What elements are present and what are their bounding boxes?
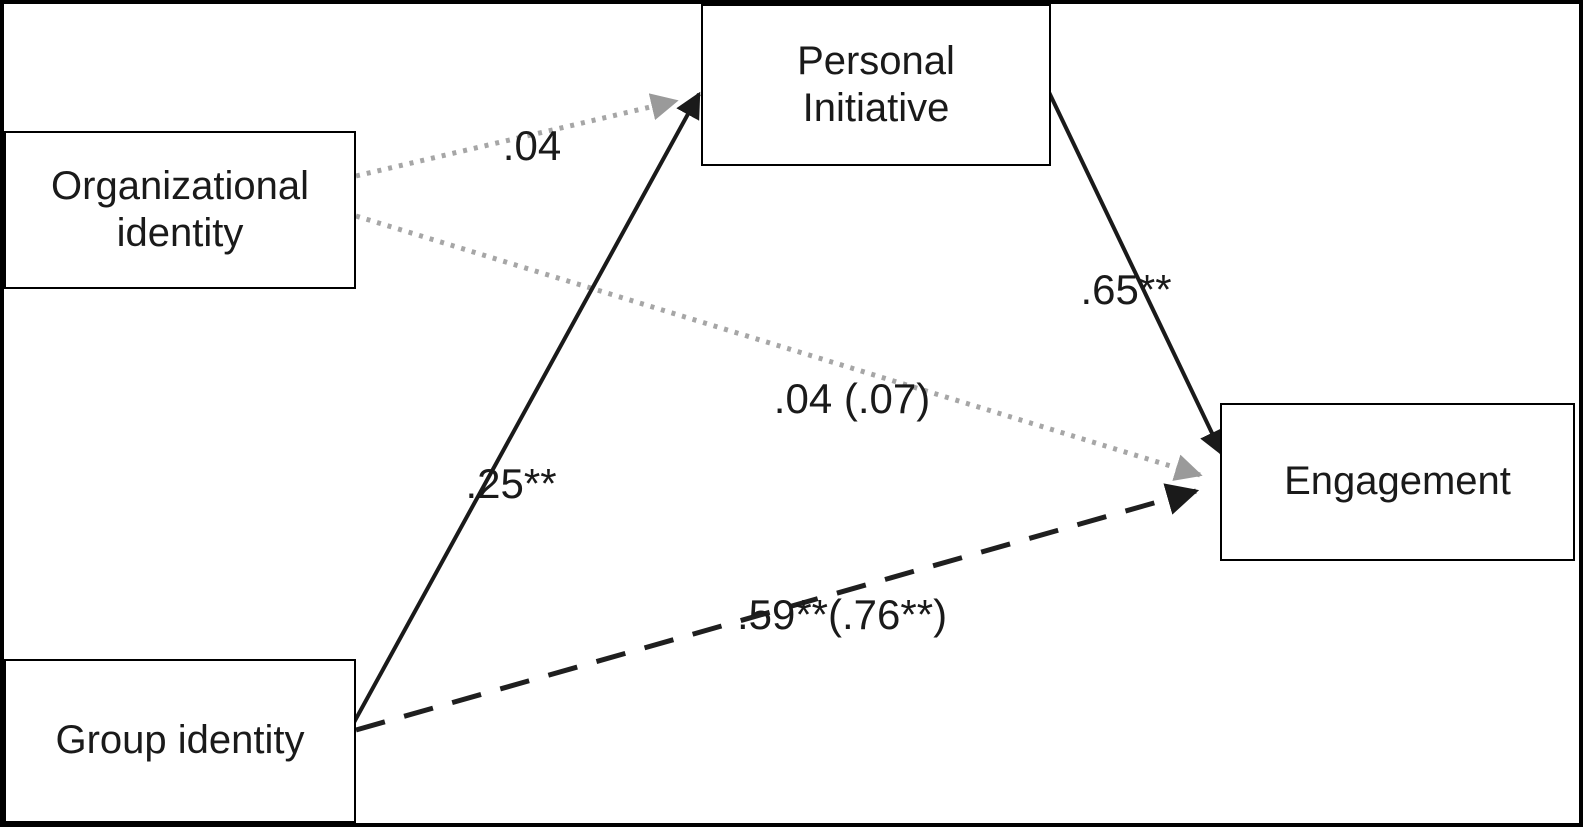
coefficient-org-identity-to-engagement: .04 (.07) [773,375,931,422]
node-organizational-identity-label: Organizational identity [51,163,309,255]
arrow-group-identity-to-engagement [355,483,1200,733]
node-organizational-identity: Organizational identity [4,131,356,289]
node-group-identity-label: Group identity [55,718,305,763]
node-group-identity: Group identity [4,659,356,823]
arrow-organizational-identity-to-engagement [355,213,1203,481]
arrow-group-identity-to-personal-initiative [350,91,701,727]
diagram-arrows [350,85,1224,733]
coefficient-group-identity-to-engagement: .59**(.76**) [736,591,948,638]
coefficient-group-identity-to-personal-initiative: .25** [465,460,557,507]
coefficient-personal-initiative-to-engagement: .65** [1080,266,1172,313]
node-personal-initiative: Personal Initiative [701,4,1051,166]
coefficient-org-identity-to-personal-initiative: .04 [502,122,562,169]
node-personal-initiative-label: Personal Initiative [797,38,955,130]
node-engagement-label: Engagement [1284,459,1511,504]
node-engagement: Engagement [1220,403,1575,561]
arrow-personal-initiative-to-engagement [1044,85,1224,457]
